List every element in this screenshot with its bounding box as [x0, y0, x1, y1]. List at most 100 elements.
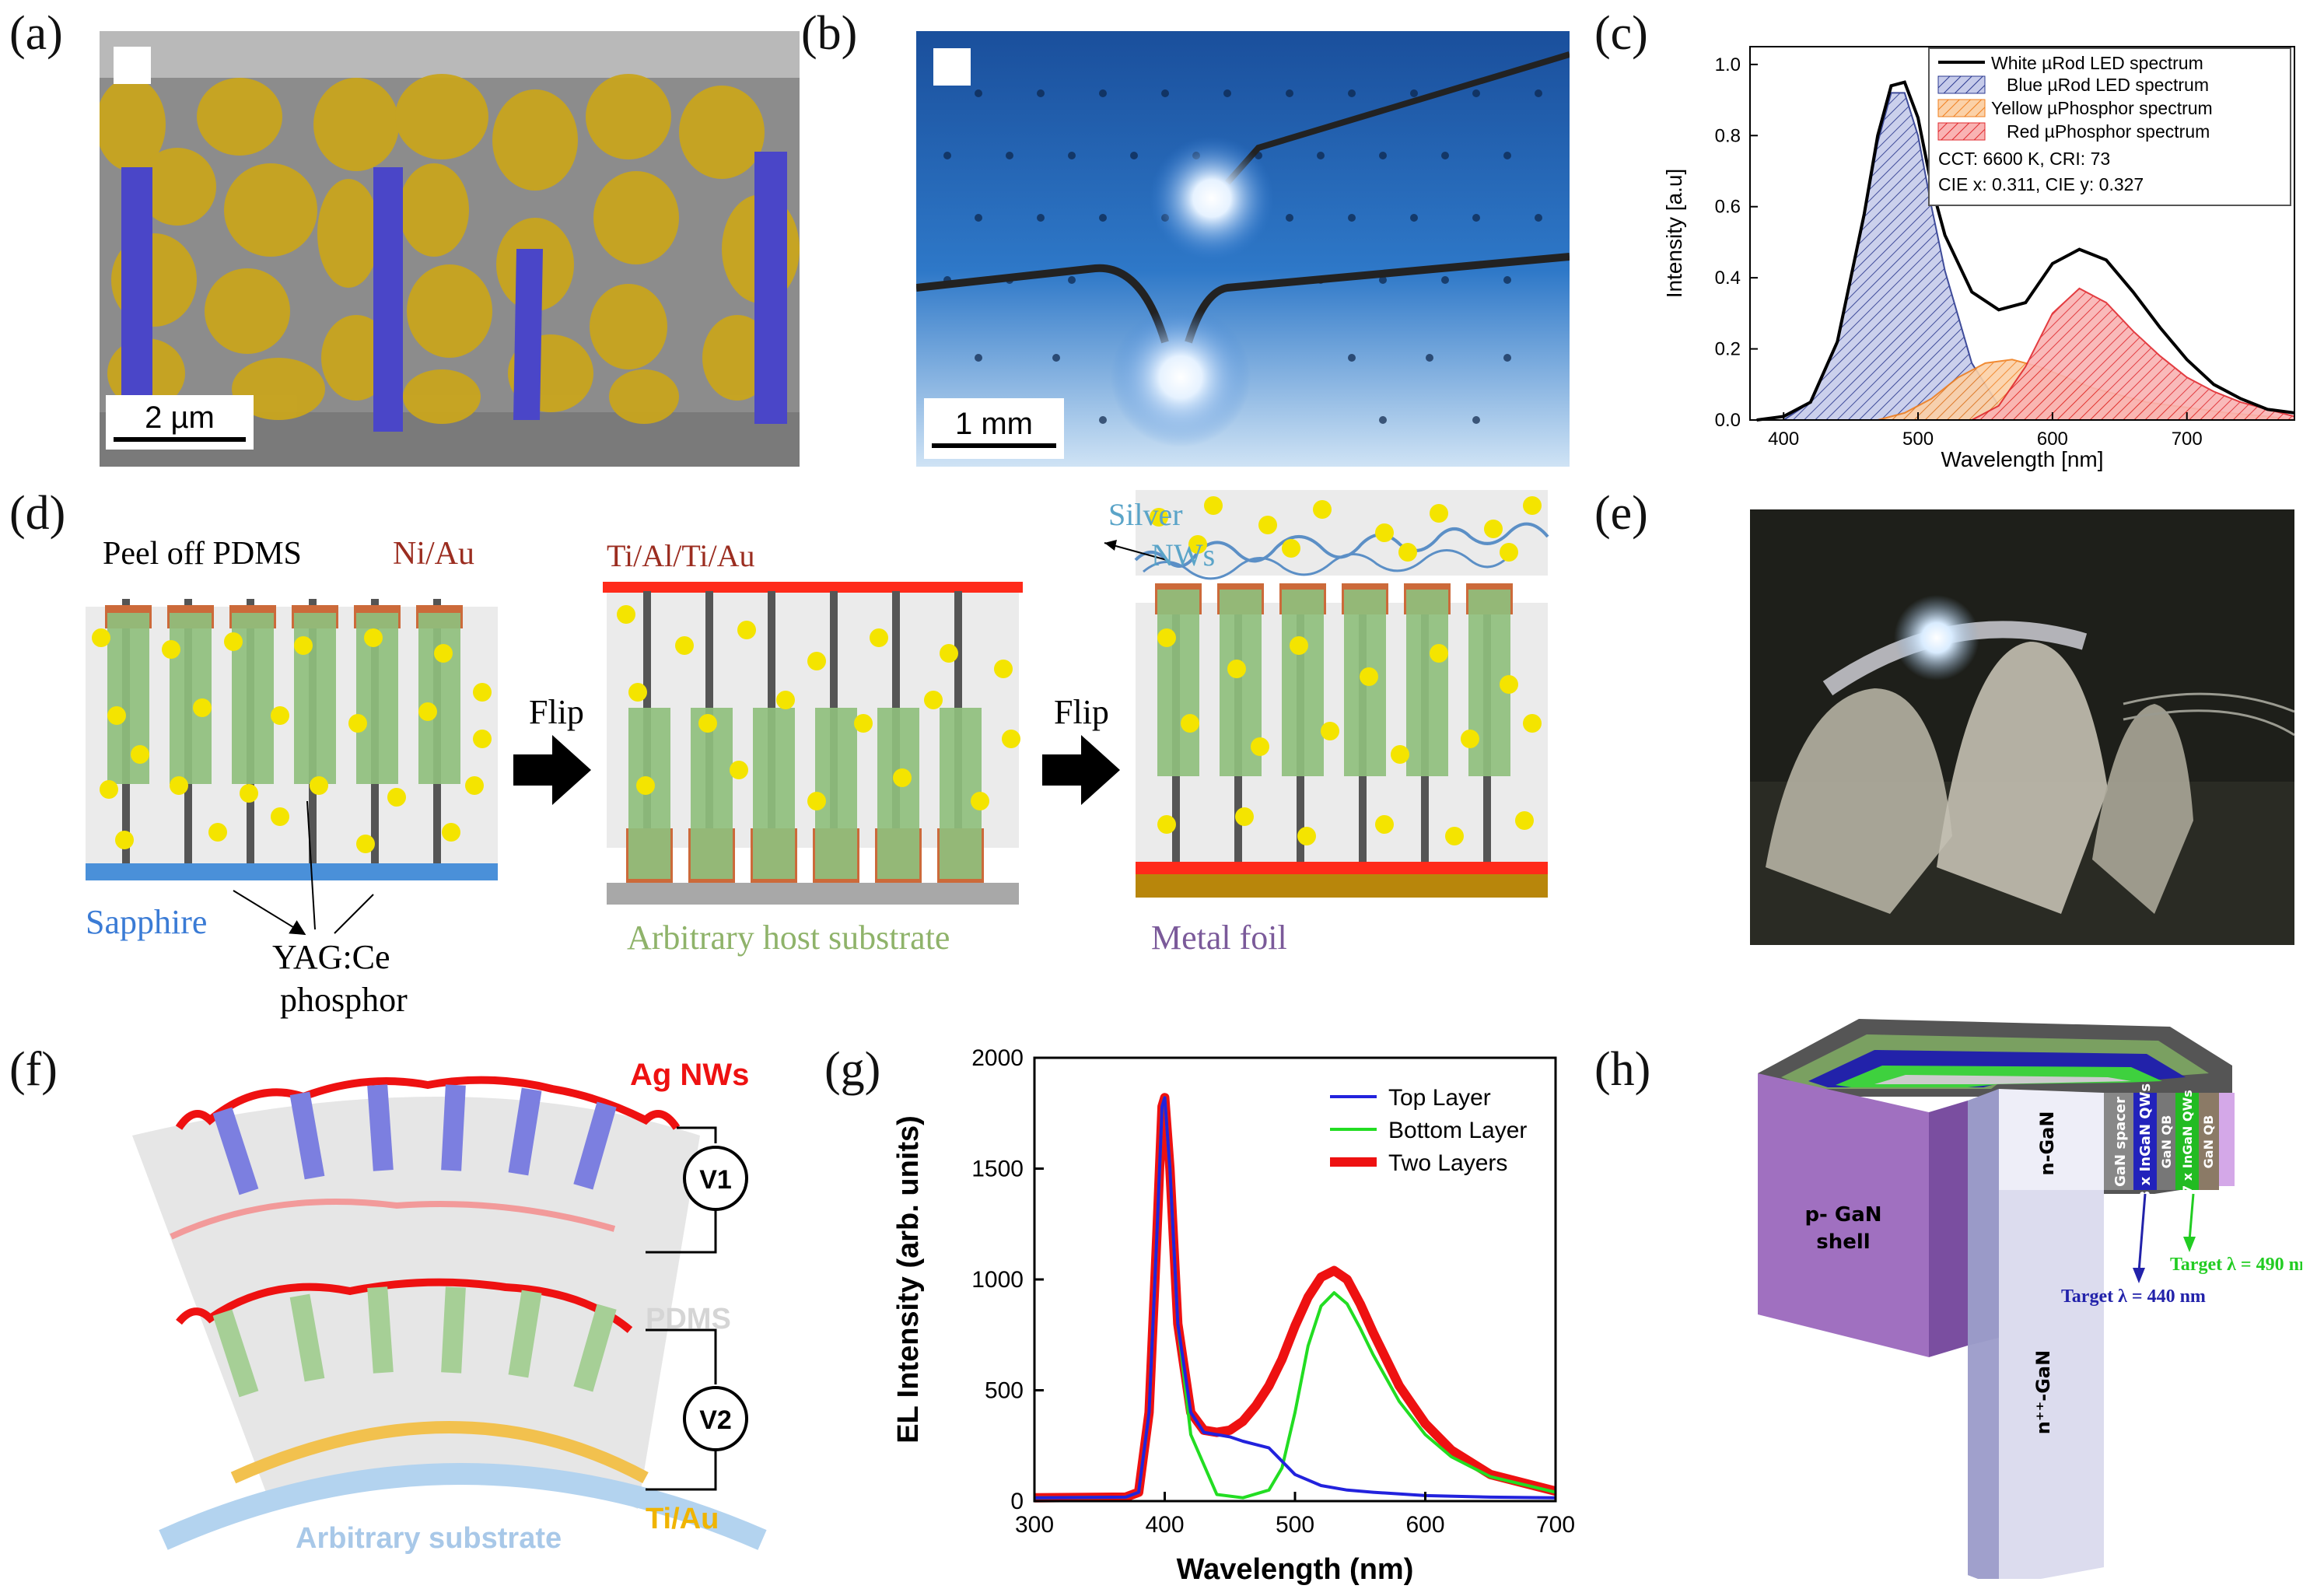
annotation-cct: CCT: 6600 K, CRI: 73: [1938, 149, 2110, 169]
phosphor-dot: [224, 632, 243, 651]
x-axis-label: Wavelength [nm]: [1941, 447, 2103, 471]
phosphor-dot: [940, 644, 958, 663]
legend: Top Layer Bottom Layer Two Layers: [1330, 1085, 1527, 1176]
bottom-ag-nws: [176, 1278, 633, 1333]
phosphor-dot: [1375, 815, 1394, 834]
phosphor-dot: [1360, 667, 1378, 686]
phosphor-dot: [1297, 827, 1316, 845]
ni-au-label: Ni/Au: [393, 536, 474, 572]
y-tick-label: 1.0: [1715, 54, 1741, 75]
n-gan-label: n-GaN: [2036, 1111, 2058, 1175]
phosphor-dot: [1290, 636, 1308, 655]
legend-label: Two Layers: [1388, 1150, 1507, 1176]
qb2-label: GaN QB: [2201, 1115, 2216, 1169]
phosphor-dot: [1445, 827, 1464, 845]
ti-al-label: Ti/Al/Ti/Au: [607, 538, 755, 573]
series-line: [1756, 80, 2295, 422]
phosphor-dot: [271, 706, 289, 725]
nws-label: NWs: [1151, 537, 1215, 572]
svg-text:V2: V2: [699, 1405, 732, 1435]
legend-label: Yellow µPhosphor spectrum: [1991, 98, 2213, 118]
phosphor-dot: [1523, 496, 1542, 515]
peel-off-label: Peel off PDMS: [103, 536, 302, 572]
n-plus-gan: [1999, 1190, 2104, 1579]
top-ag-nws: [175, 1076, 681, 1130]
metal-foil-label: Metal foil: [1151, 919, 1287, 957]
panel-label-c: (c): [1594, 7, 1648, 60]
scale-bar-box: [924, 398, 1064, 459]
phosphor-dot: [870, 628, 888, 647]
photo-e: [1750, 509, 2294, 945]
x-tick-label: 300: [1015, 1512, 1054, 1538]
qws3-label: 3 x InGaN QWs: [2137, 1083, 2154, 1200]
shell-label: shell: [1816, 1230, 1870, 1254]
legend-label: White µRod LED spectrum: [1991, 53, 2203, 73]
phosphor-dot: [208, 823, 227, 842]
phosphor-dot: [1430, 504, 1448, 523]
p-gan-label: p- GaN: [1804, 1203, 1881, 1227]
flip-arrow: [513, 735, 591, 805]
phosphor-dot: [1523, 714, 1542, 733]
legend-swatch-red: [1937, 122, 1986, 141]
phosphor-dot: [1235, 807, 1254, 826]
phosphor-dot: [193, 698, 212, 717]
annotation-cie: CIE x: 0.311, CIE y: 0.327: [1938, 174, 2144, 194]
series-area: [1971, 287, 2295, 421]
top-rods: [212, 1084, 617, 1195]
series-line: [1034, 1096, 1556, 1500]
phosphor-dot: [1321, 722, 1339, 740]
phosphor-dot: [310, 776, 328, 795]
legend-swatch-yellow: [1937, 99, 1986, 117]
sem-image-a: 2 µm: [100, 31, 800, 467]
phosphor-dot: [1002, 730, 1020, 748]
x-tick-label: 600: [2037, 429, 2068, 450]
legend-swatch-blue: [1937, 75, 1986, 94]
nanorod: [373, 167, 403, 432]
panel-label-a: (a): [9, 7, 63, 60]
plot-frame: [1749, 46, 2295, 421]
ag-nws-label: Ag NWs: [630, 1058, 749, 1092]
nanorod: [121, 167, 152, 424]
rod: [418, 613, 460, 784]
phosphor-dot: [356, 835, 375, 853]
panel-label-f: (f): [9, 1043, 58, 1096]
phosphor-dot: [240, 784, 258, 803]
phosphor-dot: [698, 714, 717, 733]
phosphor-dot: [971, 792, 989, 810]
yag-label: YAG:Ce: [272, 938, 390, 976]
y-tick-label: 0.4: [1715, 268, 1741, 289]
y-axis-label: Intensity [a.u]: [1664, 169, 1686, 299]
y-tick-label: 1500: [971, 1157, 1024, 1182]
arbitrary-substrate: [159, 1463, 767, 1550]
phosphor-dot: [1157, 815, 1176, 834]
phosphor-dot: [636, 776, 655, 795]
scale-bar-label: 2 µm: [145, 401, 215, 435]
flip-label: Flip: [1054, 693, 1109, 731]
y-tick-label: 2000: [971, 1045, 1024, 1071]
legend-label: Red µPhosphor spectrum: [2007, 121, 2210, 142]
x-tick-label: 700: [2172, 429, 2203, 450]
phosphor-dot: [776, 691, 795, 709]
panel-label-d: (d): [9, 487, 66, 540]
phosphor-dot: [1313, 500, 1332, 519]
rod: [815, 708, 857, 879]
phosphor-dot: [807, 792, 826, 810]
phosphor-dot: [893, 768, 912, 787]
phosphor-dot: [1150, 508, 1168, 527]
phosphor-dot: [730, 761, 748, 779]
x-tick-label: 400: [1145, 1512, 1184, 1538]
scale-bar-label: 1 mm: [955, 407, 1033, 441]
panel-label-b: (b): [801, 7, 858, 60]
phosphor-dot: [162, 640, 180, 659]
phosphor-dot: [617, 605, 635, 624]
phosphor-dot: [131, 745, 149, 764]
pdms-body: [132, 1097, 700, 1509]
process-schematic-d: Peel off PDMS Ni/Au Sapphire YAG:Ce phos…: [86, 490, 1549, 1019]
x-tick-label: 500: [1902, 429, 1934, 450]
phosphor-dot: [294, 636, 313, 655]
x-tick-label: 700: [1536, 1512, 1575, 1538]
phosphor-dot: [473, 683, 492, 702]
n-gan-core: [1999, 1089, 2104, 1190]
